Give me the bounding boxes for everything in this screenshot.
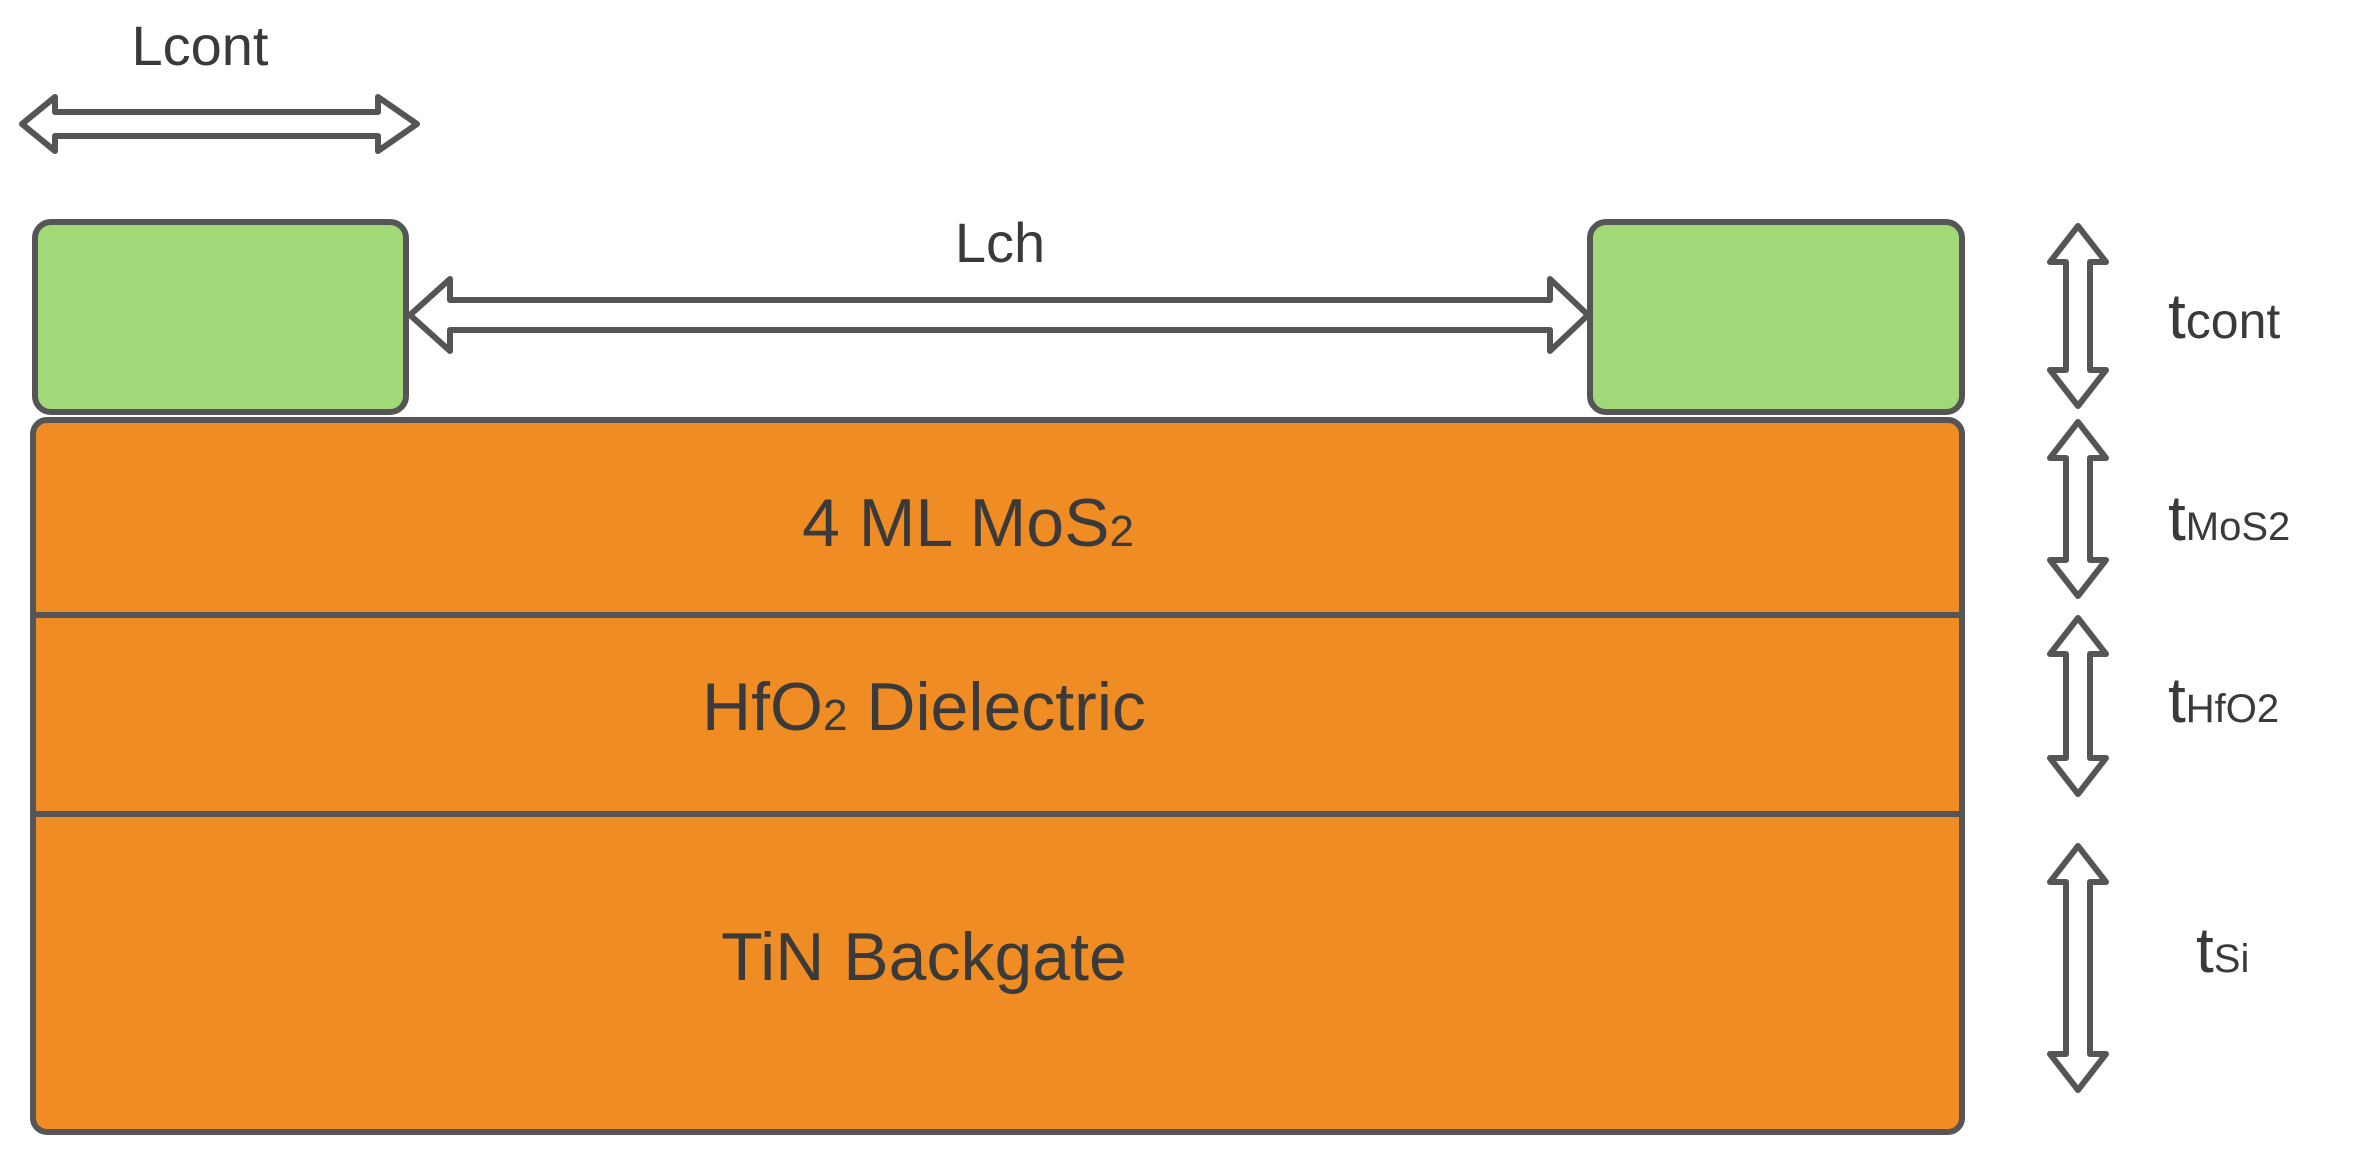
contact-length-arrow	[19, 94, 420, 154]
layer-stack-body	[30, 417, 1965, 1135]
left-contact	[32, 219, 409, 415]
layer-label-tin: TiN Backgate	[721, 919, 1127, 995]
channel-length-label: Lch	[955, 211, 1045, 274]
right-contact	[1587, 219, 1965, 415]
layer-label-mos2: 4 ML MoS2	[802, 485, 1134, 561]
mos2-thickness-label: tMoS2	[2168, 482, 2290, 554]
layer-label-hfo2: HfO2 Dielectric	[702, 669, 1146, 745]
contact-length-label: Lcont	[132, 14, 269, 77]
channel-length-arrow	[407, 276, 1591, 354]
contact-thickness-label: tcont	[2168, 280, 2280, 352]
si-thickness-label: tSi	[2196, 914, 2249, 986]
mos2-thickness-arrow	[2047, 419, 2109, 599]
hfo2-thickness-arrow	[2047, 615, 2109, 797]
si-thickness-arrow	[2047, 843, 2109, 1093]
contact-thickness-arrow	[2047, 223, 2109, 409]
hfo2-thickness-label: tHfO2	[2168, 664, 2279, 736]
